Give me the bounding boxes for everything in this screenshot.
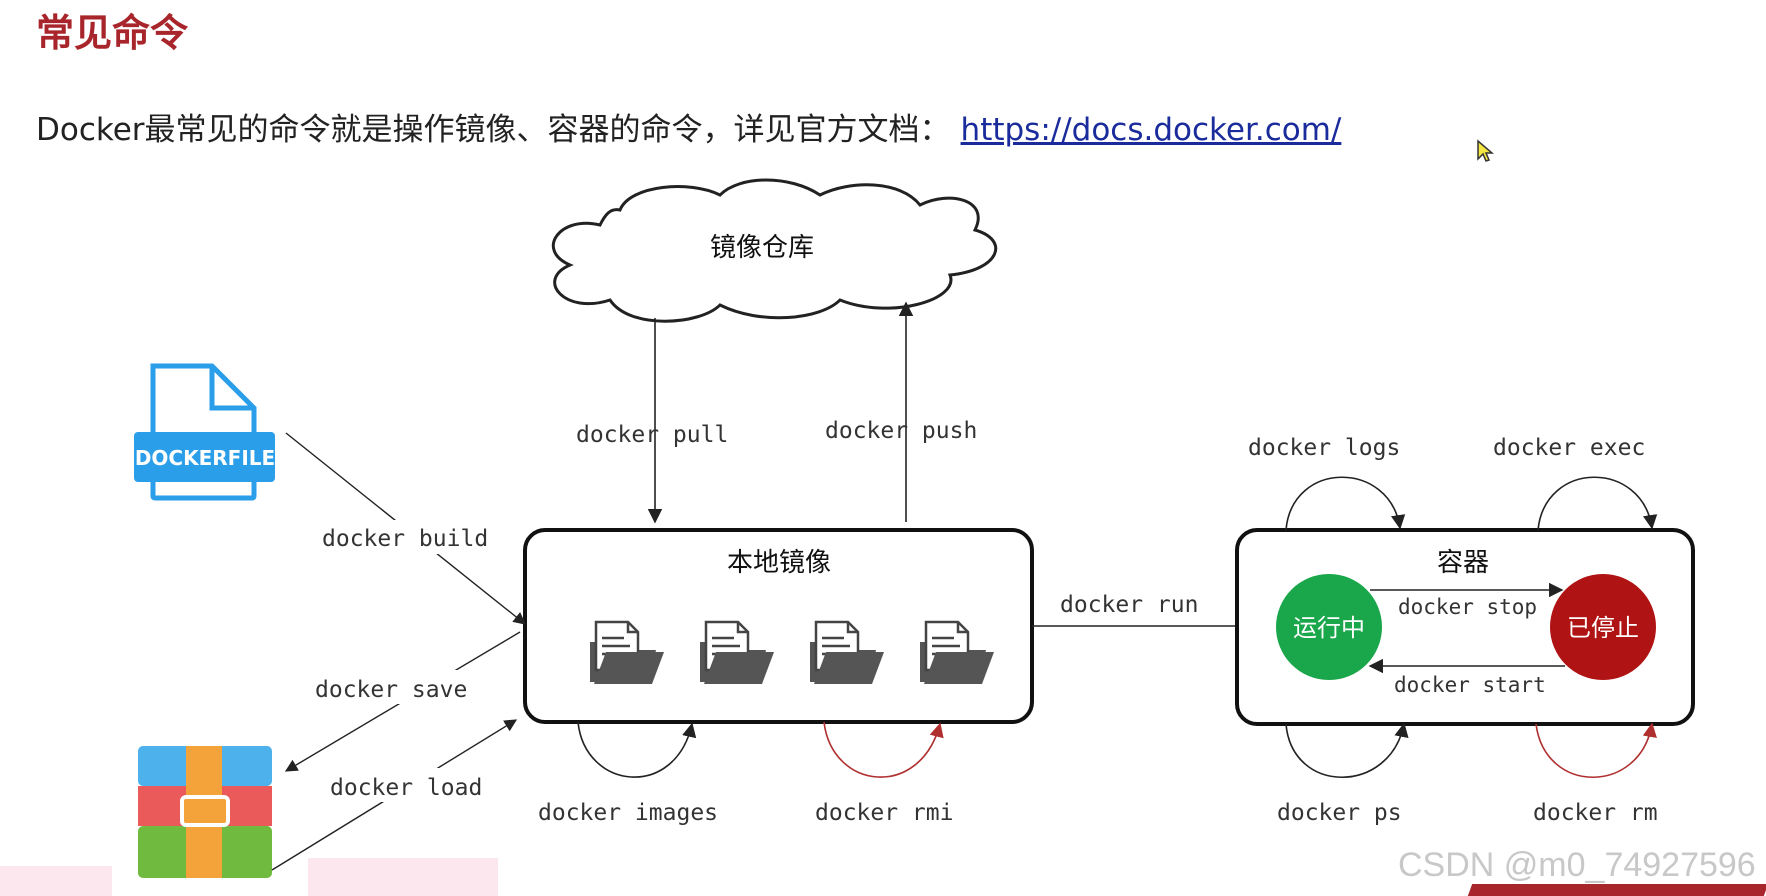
cmd-exec: docker exec	[1493, 435, 1645, 461]
decor-strip	[0, 866, 112, 896]
dockerfile-icon: DOCKERFILE	[134, 363, 275, 501]
cmd-start: docker start	[1394, 673, 1546, 697]
cmd-rm: docker rm	[1533, 800, 1658, 826]
registry-cloud: 镜像仓库	[551, 178, 998, 323]
cmd-logs: docker logs	[1248, 435, 1400, 461]
cmd-pull: docker pull	[576, 422, 728, 448]
local-images-label: 本地镜像	[727, 548, 831, 578]
cmd-run: docker run	[1060, 592, 1198, 618]
cmd-save: docker save	[315, 677, 467, 703]
container-box: 容器 运行中 已停止 docker stop docker start	[1235, 528, 1695, 726]
cmd-images: docker images	[538, 800, 718, 826]
logs-loop-arrow	[1285, 476, 1406, 531]
rm-loop-arrow	[1535, 722, 1657, 779]
cmd-push: docker push	[825, 418, 977, 444]
stopped-label: 已停止	[1567, 614, 1639, 642]
docs-link[interactable]: https://docs.docker.com/	[960, 112, 1342, 148]
local-images-box: 本地镜像	[523, 528, 1034, 724]
cmd-build: docker build	[322, 526, 488, 552]
running-state	[1276, 574, 1382, 680]
archive-box-icon	[138, 746, 272, 878]
cmd-rmi: docker rmi	[815, 800, 953, 826]
decor-bar	[1467, 884, 1766, 896]
cmd-load: docker load	[330, 775, 482, 801]
rmi-loop-arrow	[823, 721, 944, 778]
images-loop-arrow	[577, 721, 697, 778]
page-title: 常见命令	[36, 11, 189, 55]
cmd-ps: docker ps	[1277, 800, 1402, 826]
mouse-cursor-icon	[1477, 139, 1494, 162]
container-label: 容器	[1437, 548, 1489, 578]
decor-strip	[308, 858, 498, 896]
intro-text: Docker最常见的命令就是操作镜像、容器的命令，详见官方文档：https://…	[36, 104, 1341, 149]
watermark: CSDN @m0_74927596	[1398, 846, 1756, 884]
running-label: 运行中	[1293, 614, 1365, 642]
registry-label: 镜像仓库	[710, 233, 814, 263]
exec-loop-arrow	[1537, 476, 1658, 531]
stopped-state	[1550, 574, 1656, 680]
cmd-stop: docker stop	[1398, 595, 1537, 619]
dockerfile-label: DOCKERFILE	[135, 446, 275, 470]
intro-sentence: Docker最常见的命令就是操作镜像、容器的命令，详见官方文档：	[36, 112, 951, 148]
ps-loop-arrow	[1285, 722, 1409, 779]
